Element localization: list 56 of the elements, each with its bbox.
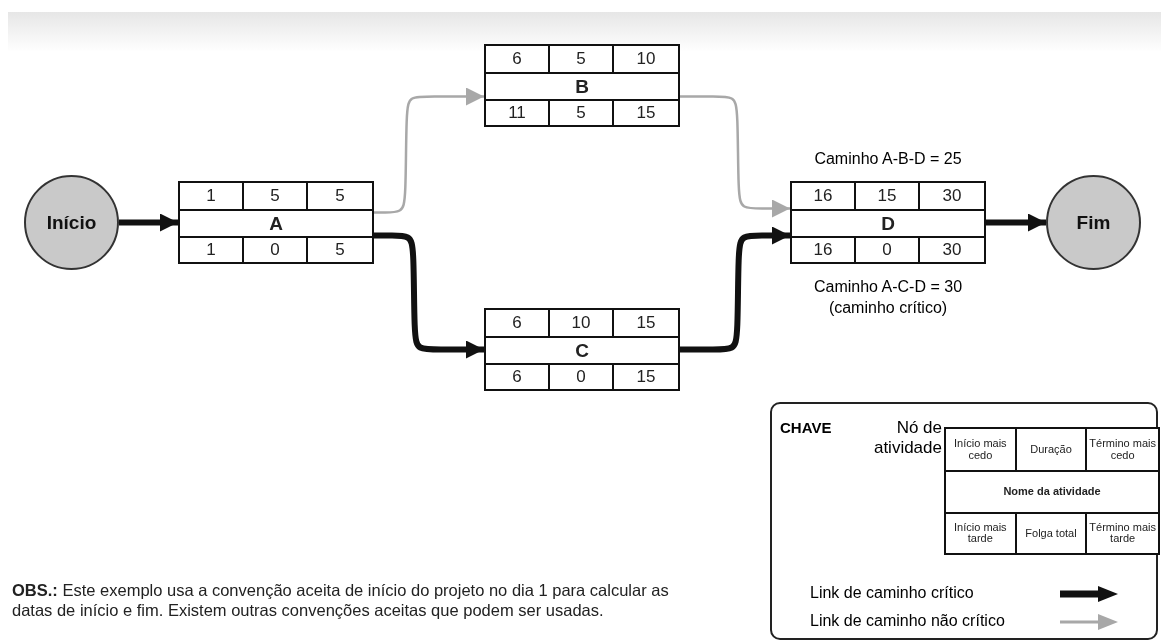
- value-cell: 5: [550, 98, 614, 125]
- legend-text: Link de caminho não crítico: [810, 612, 1005, 630]
- value-cell: 11: [486, 98, 550, 125]
- path-duration-note: Caminho A-C-D = 30 (caminho crítico): [812, 277, 964, 318]
- value-cell-text: 30: [941, 185, 963, 208]
- field-label-cell: Folga total: [1016, 511, 1088, 553]
- value-cell: 1: [180, 235, 244, 262]
- terminal-circle: Fim: [1046, 175, 1141, 270]
- key-panel: [770, 402, 1158, 640]
- value-cell: 30: [920, 235, 984, 262]
- path-duration-note: Caminho A-B-D = 25: [813, 149, 963, 169]
- field-label-cell: Duração: [1016, 429, 1088, 471]
- value-cell: 0: [550, 362, 614, 389]
- field-name-cell: Nome da atividade: [946, 470, 1158, 512]
- arrow: [680, 95, 790, 218]
- field-label-cell: Início mais cedo: [946, 429, 1017, 471]
- value-cell: 0: [856, 235, 920, 262]
- field-label-cell: Início mais tarde: [946, 511, 1017, 553]
- field-label-cell: Término mais tarde: [1087, 511, 1158, 553]
- arrow: [374, 232, 484, 359]
- activity-name-cell: C: [486, 336, 678, 363]
- value-cell: 10: [550, 310, 614, 337]
- value-cell: 6: [486, 310, 550, 337]
- value-cell: 6: [486, 46, 550, 73]
- arrow: [680, 226, 790, 353]
- activity-node-table: [178, 181, 374, 264]
- key-node-table: [944, 427, 1160, 555]
- value-cell: 0: [244, 235, 308, 262]
- key-heading: CHAVE: [780, 418, 832, 438]
- key-subheading: Nó de atividade: [872, 418, 942, 458]
- note-paragraph: OBS.: Este exemplo usa a convenção aceita de início do projeto no dia 1 para calcular as datas de início e fim. Existem outras convenções aceitas que podem ser usadas.: [12, 580, 670, 620]
- activity-name-cell: B: [486, 72, 678, 99]
- activity-name-cell: D: [792, 209, 984, 236]
- arrow: [119, 213, 178, 232]
- value-cell: 5: [244, 183, 308, 210]
- value-cell: 5: [550, 46, 614, 73]
- terminal-circle: Início: [24, 175, 119, 270]
- arrow: [374, 87, 484, 214]
- value-cell-text: 5: [334, 185, 346, 208]
- value-cell: 16: [792, 183, 856, 210]
- value-cell: 6: [486, 362, 550, 389]
- activity-node-table: [484, 308, 680, 391]
- value-cell: 16: [792, 235, 856, 262]
- arrow: [986, 213, 1046, 232]
- value-cell-text: 15: [635, 312, 657, 335]
- value-cell: 15: [614, 98, 678, 125]
- value-cell: 5: [308, 235, 372, 262]
- value-cell: 15: [614, 362, 678, 389]
- field-label-cell-text: Término mais cedo: [1088, 436, 1157, 463]
- legend-text: Link de caminho crítico: [810, 584, 974, 602]
- activity-node-table: [790, 181, 986, 264]
- value-cell: 15: [856, 183, 920, 210]
- activity-name-cell: A: [180, 209, 372, 236]
- value-cell-text: 10: [635, 48, 657, 71]
- value-cell: 1: [180, 183, 244, 210]
- activity-node-table: [484, 44, 680, 127]
